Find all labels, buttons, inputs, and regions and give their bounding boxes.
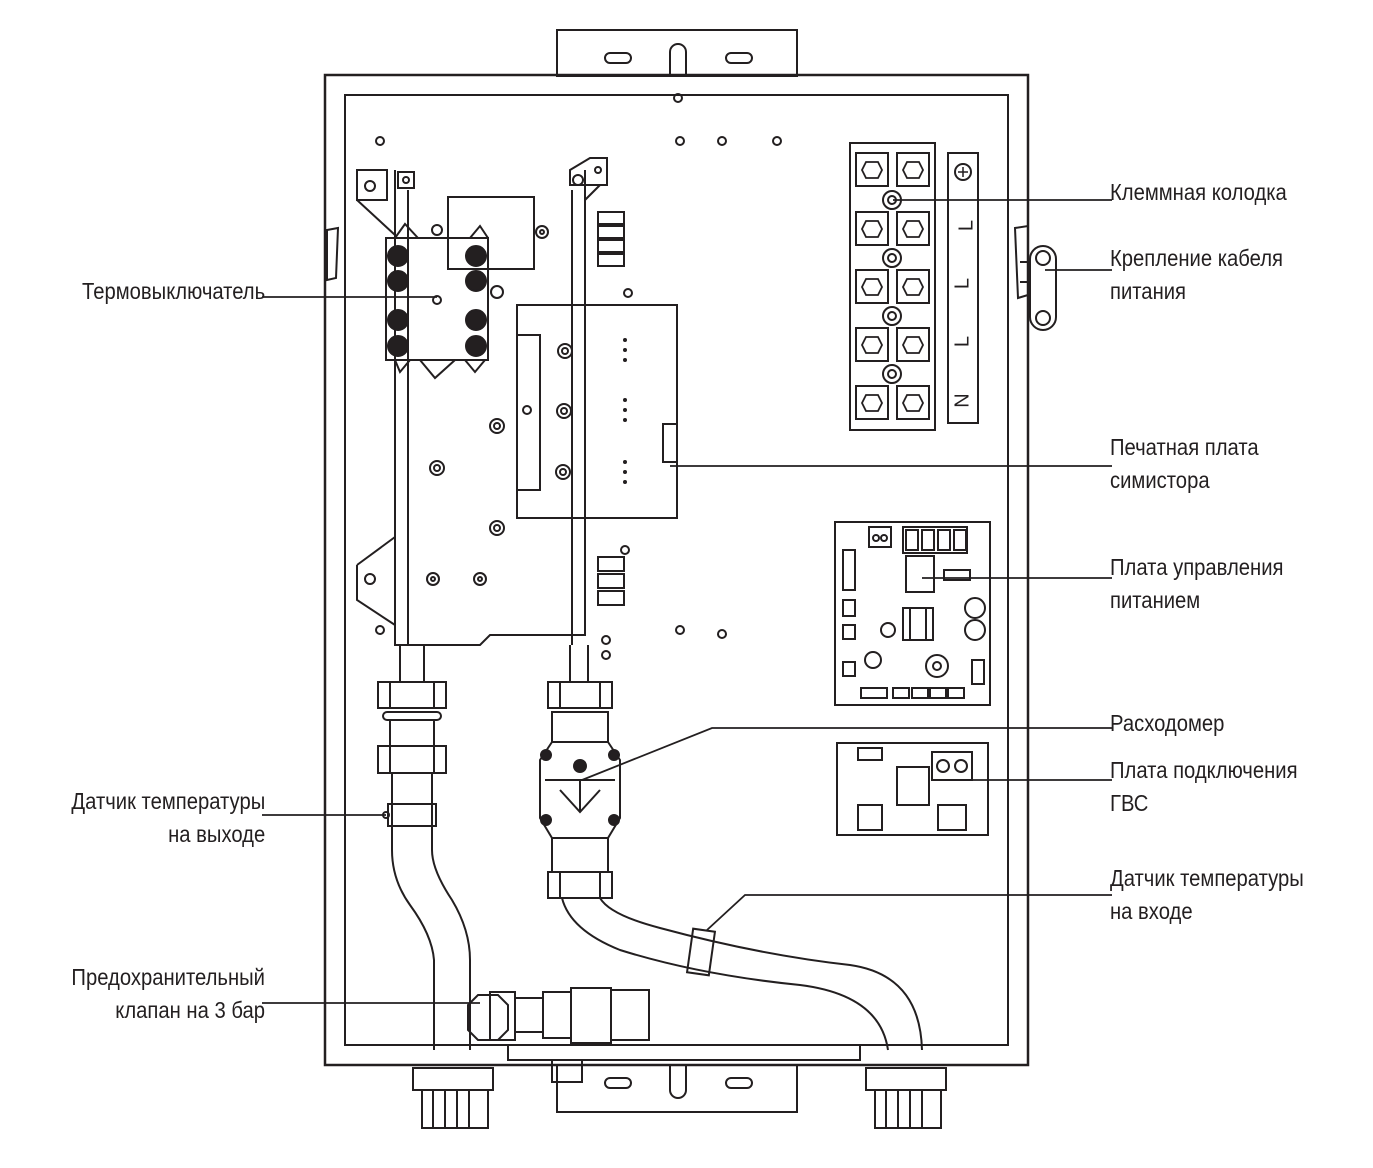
terminal-strip (947, 152, 979, 424)
label-text: симистора (1110, 467, 1210, 493)
side-latch-left (326, 226, 340, 282)
ground-icon (954, 163, 972, 181)
label-flowmeter: Расходомер (1110, 707, 1224, 740)
terminal-block (849, 142, 936, 431)
label-text: клапан на 3 бар (115, 997, 266, 1023)
label-text: Крепление кабеля (1110, 245, 1283, 271)
label-text: Датчик температуры (1110, 865, 1304, 891)
inlet-pipe (561, 897, 923, 1051)
label-safety-valve: Предохранительный клапан на 3 бар (71, 961, 265, 1027)
mounting-holes (375, 93, 782, 639)
top-mounting-bracket (556, 29, 798, 77)
label-text: Термовыключатель (81, 278, 265, 304)
outlet-temperature-sensor (387, 803, 437, 827)
outlet-fitting (412, 1067, 494, 1129)
inlet-fitting (865, 1067, 947, 1129)
terminal-mark-1: L (955, 219, 978, 232)
cable-clamp (1013, 224, 1057, 331)
label-outlet-sensor: Датчик температуры на выходе (71, 785, 265, 851)
bottom-mounting-bracket (556, 1064, 798, 1113)
label-power-board: Плата управления питанием (1110, 551, 1283, 617)
flowmeter (539, 645, 621, 899)
label-inlet-sensor: Датчик температуры на входе (1110, 862, 1304, 928)
label-triac-board: Печатная плата симистора (1110, 431, 1259, 497)
terminal-mark-3: L (951, 335, 974, 348)
label-text: Печатная плата (1110, 434, 1259, 460)
label-text: питанием (1110, 587, 1201, 613)
label-text: Плата подключения (1110, 757, 1298, 783)
label-text: питания (1110, 278, 1187, 304)
terminal-mark-4: N (951, 393, 974, 408)
outer-housing (323, 73, 1030, 1067)
bottom-rail (480, 1044, 880, 1061)
label-terminal-block: Клеммная колодка (1110, 176, 1287, 209)
label-text: Клеммная колодка (1110, 179, 1287, 205)
thermal-switch (385, 222, 504, 380)
label-text: Плата управления (1110, 554, 1284, 580)
outlet-pipe (377, 645, 471, 1050)
label-text: Расходомер (1110, 710, 1225, 736)
heater-assembly (356, 157, 625, 660)
label-text: Датчик температуры (71, 788, 265, 814)
inlet-temperature-sensor (685, 927, 717, 977)
label-text: ГВС (1110, 790, 1149, 816)
label-cable-clamp: Крепление кабеля питания (1110, 242, 1283, 308)
leader-lines (262, 199, 1112, 1004)
power-control-board (834, 521, 991, 706)
label-text: на выходе (167, 821, 265, 847)
dhw-connection-board (836, 742, 989, 836)
safety-valve (467, 987, 650, 1044)
label-text: Предохранительный (71, 964, 265, 990)
triac-board (516, 304, 678, 519)
terminal-mark-2: L (951, 277, 974, 290)
label-thermal-switch: Термовыключатель (82, 275, 265, 308)
label-text: на входе (1110, 898, 1193, 924)
